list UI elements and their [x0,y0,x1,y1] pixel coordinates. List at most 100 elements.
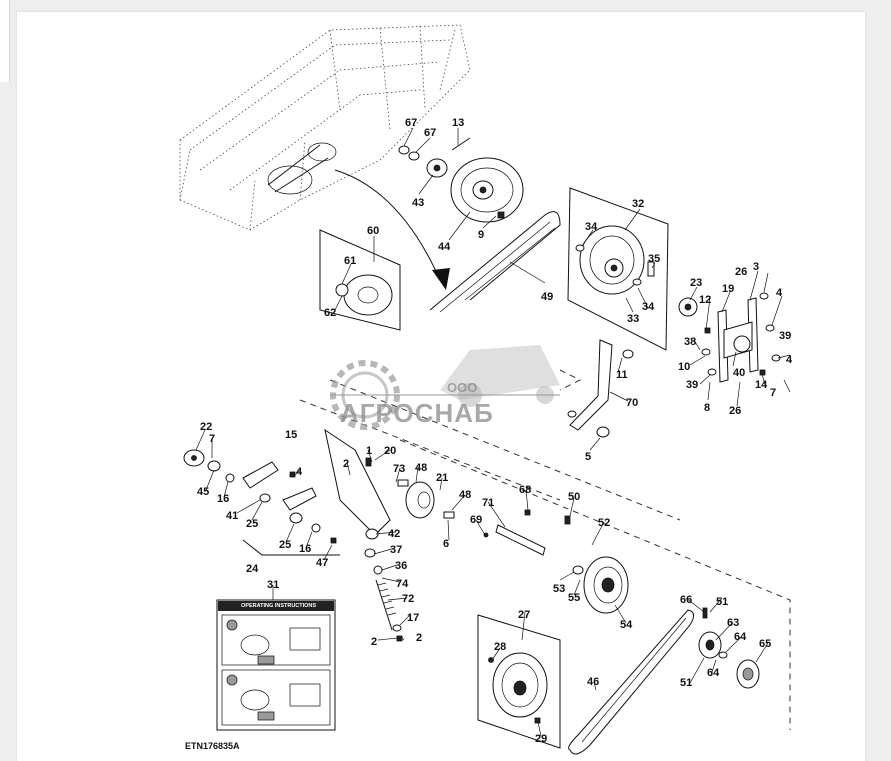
callout: 51 [716,596,728,608]
callout: 4 [296,466,303,478]
callout: 25 [246,518,258,530]
callout: 47 [316,557,328,569]
pulley-plate-32 [567,187,669,351]
callout: 55 [568,592,580,604]
upper-pulley-assembly [398,137,561,313]
cover-plate-60 [319,229,401,331]
diagram-panel [17,12,865,761]
left-linkage [183,449,340,556]
machine-overview [179,24,471,290]
callout: 45 [197,486,209,498]
callout: 1 [366,445,372,457]
callout: 34 [642,301,655,313]
callout: 2 [371,636,377,648]
pulley-plate-27 [477,614,561,749]
callout: 53 [553,583,565,595]
pulley-63 [698,607,760,689]
callout: 4 [786,354,793,366]
watermark-prefix: ООО [447,380,477,395]
callout: 67 [405,117,417,129]
callout: 23 [690,277,702,289]
callout: 25 [279,539,291,551]
bracket-70 [567,339,634,438]
callout: 9 [478,229,484,241]
callout: 21 [436,472,448,484]
spring-assembly [324,428,403,642]
callout: 71 [482,497,494,509]
callout: 68 [519,484,531,496]
callout: 2 [343,458,349,470]
leader-lines [195,127,791,737]
callout: 35 [648,253,660,265]
callout: 48 [415,462,427,474]
callout: 74 [396,578,409,590]
callout: 42 [388,528,400,540]
callout: 62 [324,307,336,319]
callout: 40 [733,367,745,379]
callout: 5 [585,451,591,463]
callout: 60 [367,225,379,237]
callout: 20 [384,445,396,457]
callout: 19 [722,283,734,295]
callout: 64 [734,631,747,643]
callout: 66 [680,594,692,606]
callout: 72 [402,593,414,605]
callout: 48 [459,489,471,501]
callout: 3 [753,261,759,273]
callout: 6 [443,538,449,550]
callout: 15 [285,429,297,441]
callout: 14 [755,379,768,391]
callout: 51 [680,677,692,689]
callout: 16 [299,543,311,555]
callout: 41 [226,510,238,522]
callout: 52 [598,517,610,529]
callout: 61 [344,255,356,267]
callout: 16 [217,493,229,505]
watermark: ООО АГРОСНАБ [330,345,560,430]
callout: 44 [438,241,451,253]
callout: 43 [412,197,424,209]
callout: 27 [518,609,530,621]
callout: 29 [535,733,547,745]
callout: 39 [779,330,791,342]
callout: 38 [684,336,696,348]
callout: 26 [729,405,741,417]
callout: 4 [776,287,783,299]
callout: 7 [209,433,215,445]
callout: 54 [620,619,633,631]
figure-id: ETN176835A [185,741,240,751]
callout: 67 [424,127,436,139]
belt-46 [568,609,694,755]
callout: 69 [470,514,482,526]
callout-labels: 67 67 13 43 44 9 49 60 61 62 32 34 35 34… [197,117,793,745]
operating-instructions-decal [216,599,336,731]
callout: 26 [735,266,747,278]
callout: 37 [390,544,402,556]
callout: 11 [616,369,628,381]
callout: 22 [200,421,212,433]
callout: 32 [632,198,644,210]
callout: 17 [407,612,419,624]
sidebar-strip [0,0,10,82]
watermark-company: АГРОСНАБ [340,398,494,428]
callout: 8 [704,402,710,414]
callout: 73 [393,463,405,475]
callout: 50 [568,491,580,503]
idler-21 [397,479,546,556]
callout: 33 [627,313,639,325]
callout: 49 [541,291,553,303]
callout: 36 [395,560,407,572]
callout: 64 [707,667,720,679]
callout: 24 [246,563,259,575]
callout: 65 [759,638,771,650]
callout: 13 [452,117,464,129]
tensioner-bracket [678,292,781,383]
callout: 10 [678,361,690,373]
callout: 39 [686,379,698,391]
callout: 34 [585,221,598,233]
drive-pulley-54 [564,515,629,614]
callout: 70 [626,397,638,409]
callout: 46 [587,676,599,688]
callout: 7 [770,387,776,399]
